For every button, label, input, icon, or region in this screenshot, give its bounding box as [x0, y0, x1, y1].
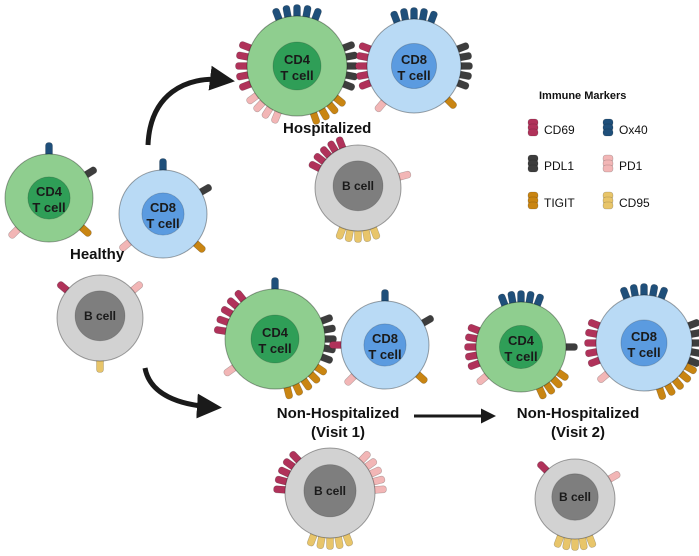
healthy-b-cell-label: B cell — [84, 309, 116, 323]
nonhosp-v2-b-cell-label: B cell — [559, 490, 591, 504]
nonhosp-v2-cd8-cell-label-line2: T cell — [627, 345, 660, 360]
nonhosp-v1-cd4-cell-label-line1: CD4 — [262, 325, 289, 340]
legend-item-ox40: Ox40 — [602, 118, 648, 137]
nonhosp-v2-cd4-cell-label-line2: T cell — [504, 349, 537, 364]
label-healthy: Healthy — [70, 246, 125, 263]
nonhosp-v2-cd8-cell-nucleus — [620, 319, 668, 367]
nonhosp-v2-cd4-cell-label-line1: CD4 — [508, 333, 535, 348]
nonhosp-v1-b-cell: B cell — [273, 447, 387, 550]
legend-swatch-ox40 — [602, 128, 614, 137]
legend-label-cd95: CD95 — [619, 196, 650, 210]
nonhosp-v2-cd4-cell-nucleus — [498, 324, 543, 369]
nonhosp-v2-cd8-cell-label-line1: CD8 — [631, 329, 657, 344]
healthy-cd4-cell-nucleus — [27, 176, 71, 220]
legend-swatch-cd69 — [527, 128, 539, 137]
legend-item-cd95: CD95 — [602, 191, 650, 210]
legend-swatch-pdl1 — [527, 164, 539, 173]
healthy-cd4-cell-label-line2: T cell — [32, 200, 65, 215]
label-nonhosp-visit2-line1: Non-Hospitalized — [517, 405, 640, 422]
nonhosp-v1-cd4-cell-label-line2: T cell — [258, 341, 291, 356]
legend-swatch-tigit — [527, 201, 539, 210]
hospitalized-b-cell-label: B cell — [342, 179, 374, 193]
hospitalized-cd4-cell-label-line1: CD4 — [284, 52, 311, 67]
legend-item-pdl1: PDL1 — [527, 154, 574, 173]
hospitalized-cd8-cell-nucleus — [391, 43, 437, 89]
nonhosp-v1-cd8-cell-nucleus — [363, 323, 407, 367]
legend-label-ox40: Ox40 — [619, 123, 648, 137]
label-nonhosp-visit1-line1: Non-Hospitalized — [277, 405, 400, 422]
legend-label-cd69: CD69 — [544, 123, 575, 137]
hospitalized-cd4-cell-nucleus — [272, 41, 322, 91]
nonhosp-v1-cd8-cell-label-line1: CD8 — [372, 331, 398, 346]
legend-label-pd1: PD1 — [619, 159, 643, 173]
arrow-to-hospitalized — [145, 65, 235, 146]
nonhosp-v2-b-cell-nucleus — [551, 473, 599, 521]
hospitalized-b-cell-nucleus — [332, 160, 384, 212]
healthy-cd4-cell-label-line1: CD4 — [36, 184, 63, 199]
healthy-cd8-cell-label-line2: T cell — [146, 216, 179, 231]
nonhosp-v2-b-cell: B cell — [534, 458, 621, 551]
healthy-cd8-cell-nucleus — [141, 192, 185, 236]
healthy-b-cell: B cell — [56, 274, 144, 373]
healthy-cd8-cell-label-line1: CD8 — [150, 200, 176, 215]
nonhosp-v1-cd8-cell-label-line2: T cell — [368, 347, 401, 362]
arrow-to-nonhospitalized — [142, 367, 222, 419]
hospitalized-cd8-cell-label-line1: CD8 — [401, 52, 427, 67]
nonhosp-v1-b-cell-label: B cell — [314, 484, 346, 498]
hospitalized-cd8-cell-label-line2: T cell — [397, 68, 430, 83]
nonhosp-v1-b-cell-nucleus — [303, 464, 357, 518]
legend-item-pd1: PD1 — [602, 154, 643, 173]
legend-label-tigit: TIGIT — [544, 196, 575, 210]
label-nonhosp-visit1-line2: (Visit 1) — [311, 424, 365, 441]
legend-item-tigit: TIGIT — [527, 191, 575, 210]
legend-swatch-cd95 — [602, 201, 614, 210]
healthy-b-cell-nucleus — [74, 290, 126, 342]
hospitalized-cd4-cell-label-line2: T cell — [280, 68, 313, 83]
label-nonhosp-visit2-line2: (Visit 2) — [551, 424, 605, 441]
legend-title: Immune Markers — [539, 90, 626, 102]
nonhosp-v1-cd4-cell-nucleus — [250, 314, 300, 364]
hospitalized-b-cell: B cell — [308, 136, 412, 243]
legend-label-pdl1: PDL1 — [544, 159, 574, 173]
label-hospitalized: Hospitalized — [283, 120, 371, 137]
legend-item-cd69: CD69 — [527, 118, 575, 137]
legend-swatch-pd1 — [602, 164, 614, 173]
